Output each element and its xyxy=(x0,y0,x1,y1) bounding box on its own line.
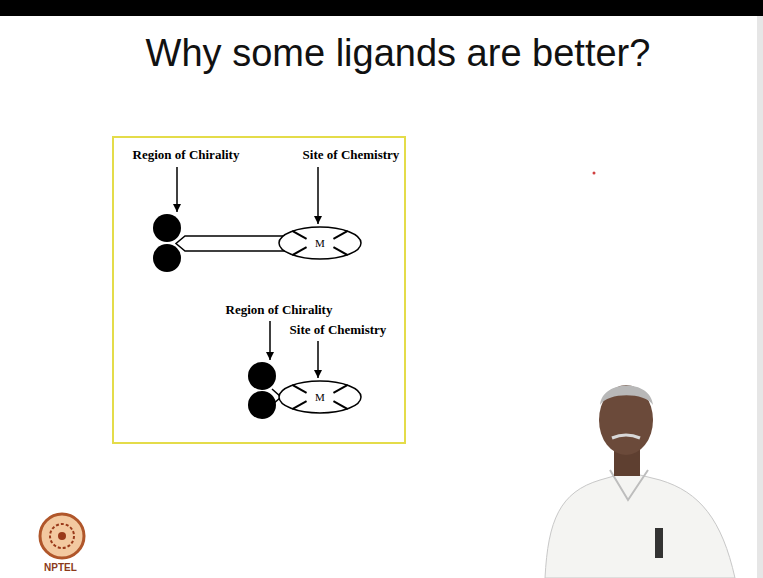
metal-site: M xyxy=(278,226,362,260)
video-top-bar xyxy=(0,0,763,16)
metal-symbol: M xyxy=(315,391,325,403)
ligand-spoke xyxy=(292,247,306,255)
presenter-shirt xyxy=(545,472,735,578)
part-label: Site of Chemistry xyxy=(290,322,387,338)
chiral-ball xyxy=(248,391,276,419)
presenter-hair xyxy=(600,385,653,405)
presenter-head xyxy=(599,385,653,455)
presenter-pen xyxy=(655,528,663,558)
ligand-spoke xyxy=(292,231,306,239)
logo-emblem xyxy=(58,532,66,540)
chiral-ball xyxy=(153,244,181,272)
pointer-dot xyxy=(593,172,596,175)
logo-text: NPTEL xyxy=(44,562,77,573)
ligand-spoke xyxy=(333,401,347,409)
logo-emblem xyxy=(40,514,84,558)
figure-frame xyxy=(113,137,405,443)
metal-site: M xyxy=(278,380,362,414)
leader-arrow xyxy=(269,321,271,360)
chiral-ball xyxy=(153,214,181,242)
presenter-moustache xyxy=(612,435,640,438)
metal-ellipse xyxy=(279,227,361,259)
chiral-ball xyxy=(248,362,276,390)
leader-arrow xyxy=(317,341,319,378)
logo-emblem xyxy=(50,524,74,548)
video-side-edge xyxy=(757,16,763,578)
metal-symbol: M xyxy=(315,237,325,249)
part-label: Region of Chirality xyxy=(133,147,240,163)
slide-title: Why some ligands are better? xyxy=(146,32,651,75)
part-label: Region of Chirality xyxy=(226,302,333,318)
ligand-spoke xyxy=(333,247,347,255)
ligand-spoke xyxy=(333,385,347,393)
ligand-spoke xyxy=(292,385,306,393)
leader-arrow xyxy=(317,167,319,224)
part-label: Site of Chemistry xyxy=(303,147,400,163)
ligand-spoke xyxy=(292,401,306,409)
leader-arrow xyxy=(176,167,178,212)
ligand-spoke xyxy=(333,231,347,239)
metal-ellipse xyxy=(279,381,361,413)
